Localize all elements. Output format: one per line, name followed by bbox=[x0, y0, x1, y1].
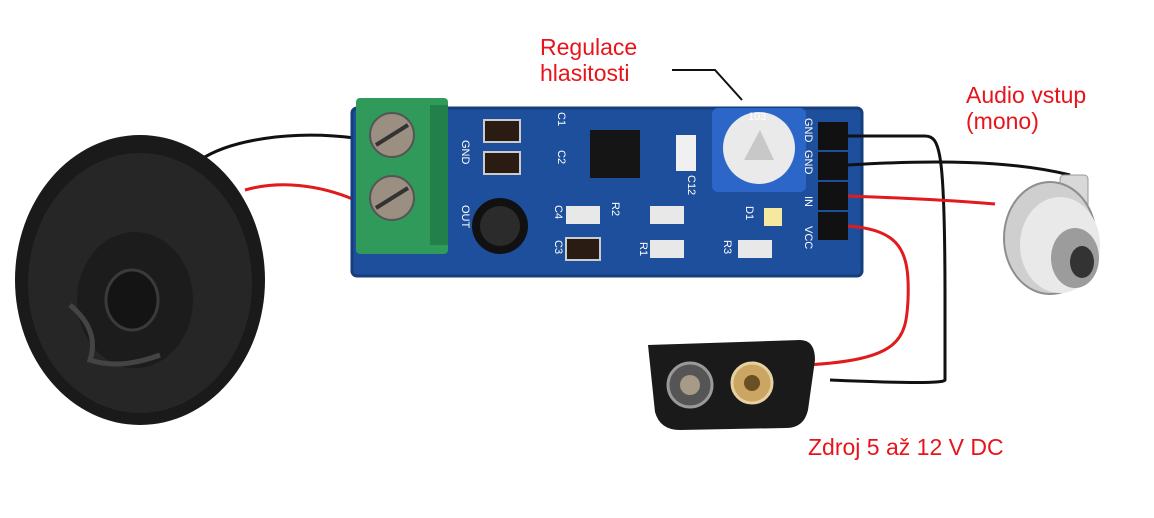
pot-marking: 103 bbox=[748, 111, 766, 123]
gnd-wire-to-jack bbox=[829, 134, 947, 384]
silk-c1: C1 bbox=[555, 112, 567, 126]
silk-pin-4: VCC bbox=[802, 226, 814, 249]
amplifier-ic bbox=[590, 130, 640, 178]
silk-r3: R3 bbox=[721, 240, 733, 254]
audio-input-label: Audio vstup (mono) bbox=[966, 82, 1086, 134]
volume-leader-line bbox=[672, 69, 743, 101]
silk-r2: R2 bbox=[609, 202, 621, 216]
volume-label-line1: Regulace bbox=[540, 34, 638, 60]
silk-c3: C3 bbox=[552, 240, 564, 254]
audio-label-line2: (mono) bbox=[966, 108, 1039, 134]
power-supply-label: Zdroj 5 až 12 V DC bbox=[808, 434, 1004, 460]
volume-label-line2: hlasitosti bbox=[540, 60, 630, 86]
in-wire-to-jack bbox=[847, 194, 996, 206]
volume-potentiometer bbox=[712, 108, 806, 192]
amplifier-pcb: GND OUT GND GND IN VCC C1 C2 C3 C4 C12 R… bbox=[350, 98, 864, 278]
silk-r1: R1 bbox=[637, 242, 649, 256]
battery-connector bbox=[648, 340, 815, 430]
silk-pin-3: IN bbox=[802, 196, 814, 207]
audio-label-line1: Audio vstup bbox=[966, 82, 1087, 108]
gnd2-wire-to-jack bbox=[847, 160, 1071, 177]
silk-d1: D1 bbox=[743, 206, 755, 220]
silk-pin-2: GND bbox=[802, 150, 814, 175]
silk-c4: C4 bbox=[552, 205, 564, 219]
header-pins bbox=[818, 122, 848, 240]
silk-gnd-left: GND bbox=[459, 140, 471, 165]
silk-out: OUT bbox=[459, 205, 471, 229]
silk-pin-1: GND bbox=[802, 118, 814, 143]
rca-audio-jack bbox=[1003, 174, 1100, 295]
silk-c12: C12 bbox=[685, 175, 697, 195]
speaker-wire-black bbox=[199, 133, 356, 162]
vcc-wire-to-battery bbox=[804, 224, 910, 367]
volume-control-label: Regulace hlasitosti bbox=[540, 34, 637, 86]
silk-c2: C2 bbox=[555, 150, 567, 164]
speaker-wire-red bbox=[244, 183, 356, 202]
speaker bbox=[15, 135, 265, 425]
